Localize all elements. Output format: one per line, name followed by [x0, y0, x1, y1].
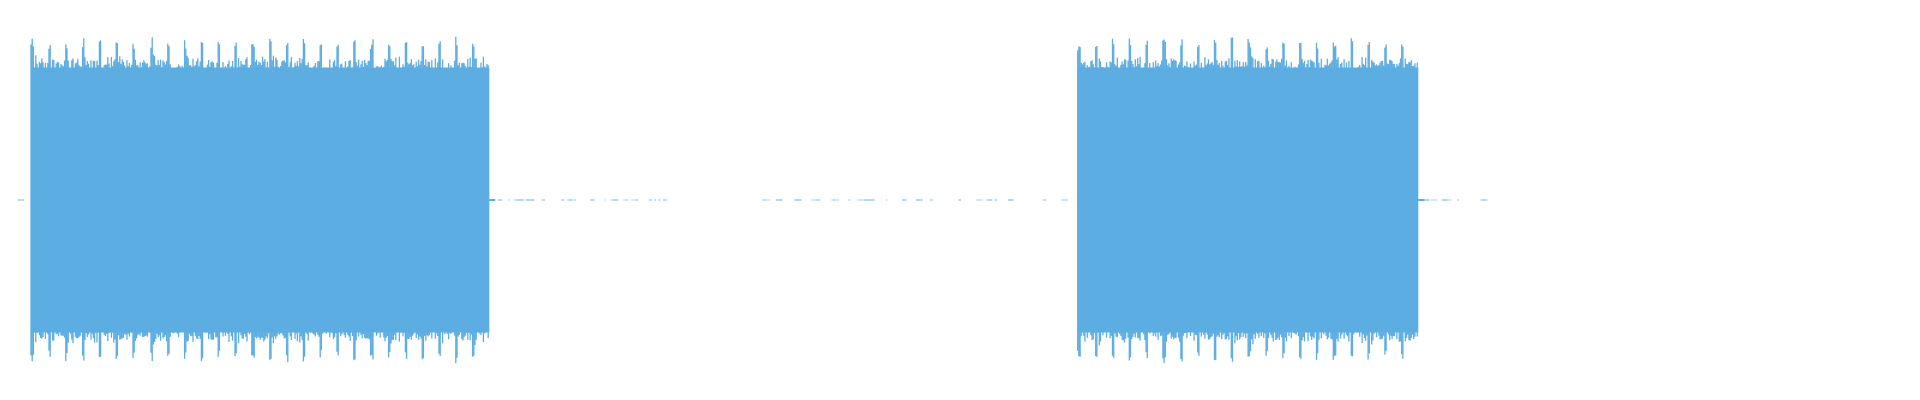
- waveform-samples: [17, 36, 1488, 364]
